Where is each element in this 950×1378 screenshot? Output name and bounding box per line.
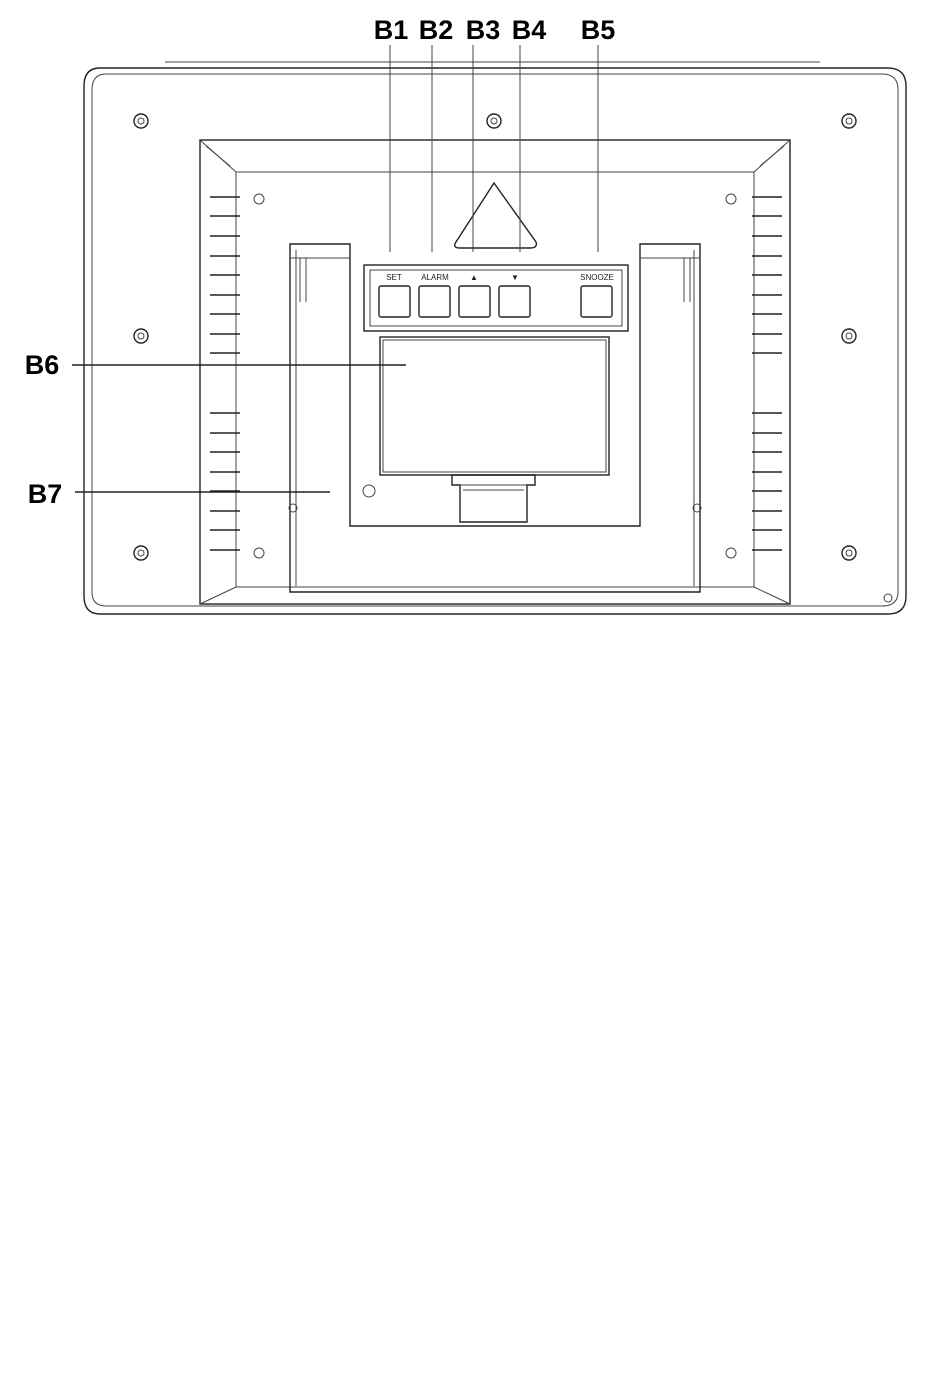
screw-icon (842, 114, 856, 128)
screw-icon (487, 114, 501, 128)
screw-icon (134, 114, 148, 128)
hanging-hole (455, 183, 537, 248)
screw-icon (134, 329, 148, 343)
stand (289, 244, 701, 592)
callout-lines (72, 45, 598, 492)
up-button[interactable]: ▲ (459, 273, 490, 317)
screw-icon (842, 546, 856, 560)
screw-hole (363, 485, 375, 497)
callout-b2: B2 (419, 15, 454, 45)
screw-icon (842, 329, 856, 343)
callout-b7: B7 (28, 479, 63, 509)
up-arrow-icon: ▲ (470, 273, 478, 282)
callout-b4: B4 (512, 15, 547, 45)
alarm-button[interactable]: ALARM (419, 273, 450, 317)
alarm-button-label: ALARM (421, 273, 449, 282)
set-button[interactable]: SET (379, 273, 410, 317)
callout-b5: B5 (581, 15, 616, 45)
down-arrow-icon: ▼ (511, 273, 519, 282)
callout-b3: B3 (466, 15, 501, 45)
set-button-label: SET (386, 273, 402, 282)
snooze-button-label: SNOOZE (580, 273, 614, 282)
outer-housing (84, 62, 906, 614)
battery-compartment (380, 337, 609, 475)
screw-icon (134, 546, 148, 560)
callout-b6: B6 (25, 350, 60, 380)
down-button[interactable]: ▼ (499, 273, 530, 317)
callout-b1: B1 (374, 15, 409, 45)
battery-latch[interactable] (452, 475, 535, 522)
vent-slots-right (752, 197, 782, 550)
back-panel (200, 140, 790, 604)
snooze-button[interactable]: SNOOZE (580, 273, 614, 317)
